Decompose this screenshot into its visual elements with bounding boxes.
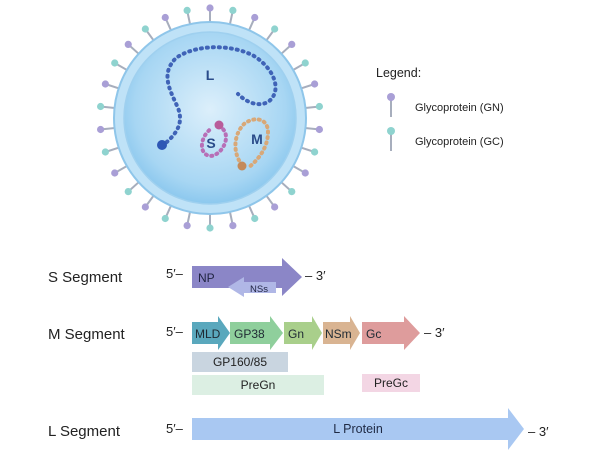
gn-spike-head bbox=[161, 13, 169, 22]
l-three-prime: – 3′ bbox=[528, 424, 549, 439]
gn-spike-head bbox=[315, 125, 323, 134]
gp160-85-bar bbox=[192, 352, 288, 372]
gc-spike-head bbox=[101, 148, 109, 156]
gn-gene-label: Gn bbox=[288, 327, 304, 341]
mld-gene-arrow bbox=[192, 316, 230, 350]
m-segment-label: M Segment bbox=[48, 326, 126, 343]
gc-spike-head bbox=[97, 102, 105, 111]
m-segment-strand bbox=[233, 117, 271, 170]
gc-spike-head bbox=[315, 102, 323, 111]
legend: Legend: Glycoprotein (GN) Glycoprotein (… bbox=[376, 66, 504, 151]
s-segment-label: S Segment bbox=[48, 269, 123, 286]
gc-spike-head bbox=[271, 25, 279, 33]
np-gene-label: NP bbox=[198, 271, 215, 285]
pregc-label: PreGc bbox=[374, 376, 408, 390]
gp160-85-label: GP160/85 bbox=[213, 355, 267, 369]
gn-spike-head bbox=[183, 221, 191, 230]
s-segment-row: S Segment 5′– NP NSs – 3′ bbox=[48, 258, 326, 297]
gp38-gene-label: GP38 bbox=[234, 327, 265, 341]
gc-spike-head bbox=[111, 59, 119, 67]
l-segment-label: L Segment bbox=[48, 423, 121, 440]
l-five-prime: 5′– bbox=[166, 421, 184, 436]
gn-gene-arrow bbox=[284, 316, 322, 350]
l-protein-label: L Protein bbox=[333, 422, 383, 436]
gn-spike-head bbox=[111, 169, 119, 177]
m-five-prime: 5′– bbox=[166, 324, 184, 339]
nss-gene-label: NSs bbox=[250, 284, 268, 295]
virion-interior bbox=[123, 31, 297, 205]
legend-item-gn: Glycoprotein (GN) bbox=[387, 93, 504, 117]
gn-spike-head bbox=[251, 13, 259, 22]
l-segment-end bbox=[157, 140, 167, 150]
pregn-bar bbox=[192, 375, 324, 395]
m-segment-letter: M bbox=[251, 131, 263, 147]
pregc-bar bbox=[362, 374, 420, 392]
gc-spike-head bbox=[206, 224, 214, 232]
nsm-gene-label: NSm bbox=[325, 327, 352, 341]
gc-spike-head bbox=[161, 214, 169, 223]
l-segment-row: L Segment 5′– L Protein – 3′ bbox=[48, 408, 549, 450]
gn-spike-head bbox=[288, 40, 296, 48]
gn-spike-icon bbox=[387, 93, 395, 101]
s-three-prime: – 3′ bbox=[305, 268, 326, 283]
legend-label-gc: Glycoprotein (GC) bbox=[415, 136, 504, 148]
legend-label-gn: Glycoprotein (GN) bbox=[415, 102, 504, 114]
gc-spike-head bbox=[183, 6, 191, 15]
legend-item-gc: Glycoprotein (GC) bbox=[387, 127, 504, 151]
m-segment-row: M Segment 5′– MLD GP38 Gn NSm Gc – 3′ GP… bbox=[48, 316, 445, 395]
gc-spike-head bbox=[311, 148, 319, 156]
mld-gene-label: MLD bbox=[195, 327, 221, 341]
glycoprotein-spikes bbox=[97, 4, 323, 232]
m-three-prime: – 3′ bbox=[424, 325, 445, 340]
l-segment-letter: L bbox=[206, 67, 215, 83]
gc-spike-head bbox=[229, 6, 237, 15]
gp38-gene-arrow bbox=[230, 316, 283, 350]
s-five-prime: 5′– bbox=[166, 266, 184, 281]
gc-spike-head bbox=[251, 214, 259, 223]
gc-spike-head bbox=[124, 188, 132, 196]
s-segment-strand bbox=[200, 124, 228, 159]
pregn-label: PreGn bbox=[241, 378, 276, 392]
m-segment-end bbox=[237, 161, 247, 171]
gn-spike-head bbox=[97, 125, 105, 134]
gn-spike-head bbox=[271, 203, 279, 211]
gn-spike-head bbox=[124, 40, 132, 48]
gn-spike-head bbox=[141, 203, 149, 211]
gc-spike-head bbox=[301, 59, 309, 67]
gc-spike-head bbox=[288, 188, 296, 196]
gn-spike-head bbox=[206, 4, 214, 12]
l-segment-strand bbox=[160, 45, 278, 148]
gn-spike-head bbox=[229, 221, 237, 230]
s-segment-letter: S bbox=[206, 135, 215, 151]
gn-spike-head bbox=[301, 169, 309, 177]
gc-gene-label: Gc bbox=[366, 327, 381, 341]
l-protein-arrow bbox=[192, 408, 524, 450]
virion: L S M bbox=[97, 4, 323, 232]
gc-gene-arrow bbox=[362, 316, 420, 350]
gn-spike-head bbox=[101, 80, 109, 88]
gn-spike-head bbox=[311, 80, 319, 88]
gc-spike-head bbox=[141, 25, 149, 33]
legend-title: Legend: bbox=[376, 66, 421, 80]
nsm-gene-arrow bbox=[323, 316, 360, 350]
gc-spike-icon bbox=[387, 127, 395, 135]
s-segment-end bbox=[214, 120, 224, 130]
nss-gene-arrow bbox=[228, 277, 276, 297]
